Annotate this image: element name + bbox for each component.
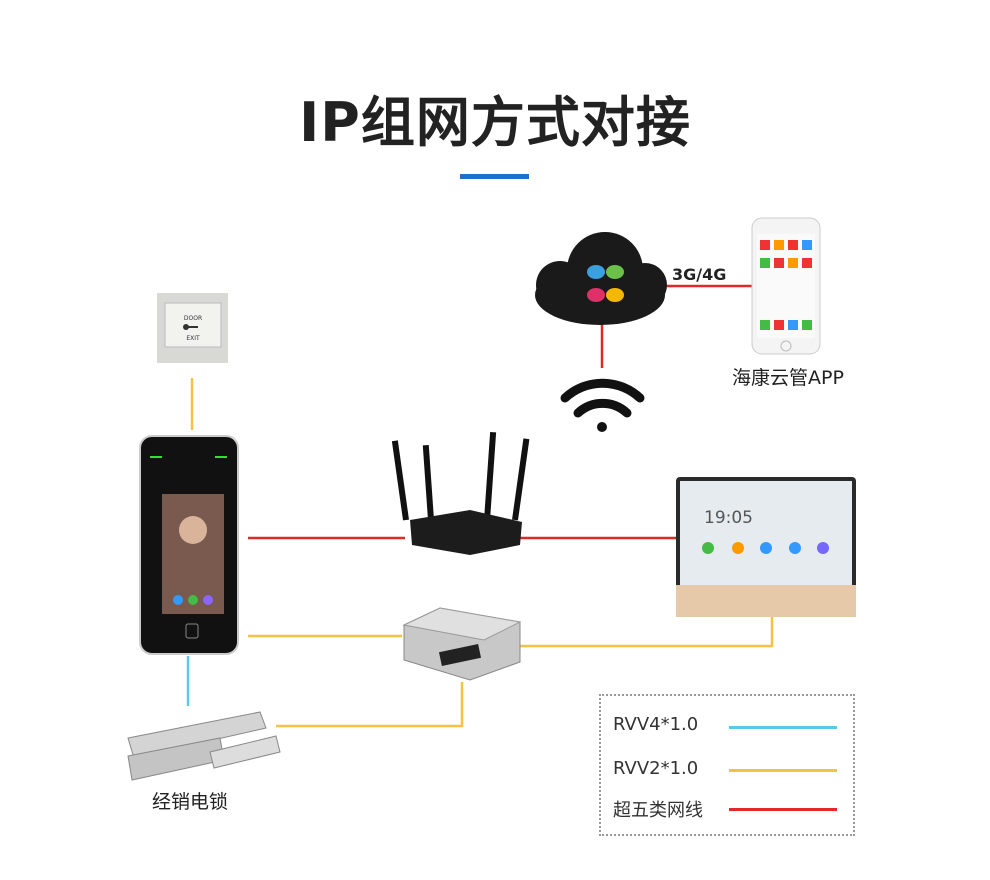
face-terminal-icon (139, 435, 239, 655)
legend: RVV4*1.0 RVV2*1.0 超五类网线 (599, 694, 855, 836)
electric-lock-icon (127, 711, 281, 781)
indoor-monitor: 19:05 (676, 477, 856, 617)
legend-label-rvv2: RVV2*1.0 (613, 758, 699, 779)
title-underline (460, 174, 529, 179)
wifi-icon (560, 378, 645, 432)
legend-line-rvv4 (729, 726, 837, 729)
key-icon (183, 324, 198, 330)
monitor-time: 19:05 (704, 508, 753, 528)
exit-button-text-exit: EXIT (186, 335, 200, 342)
wire-psu-monitor (520, 612, 774, 648)
cloud-icon (535, 232, 667, 325)
cloud-link-label: 3G/4G (672, 265, 726, 284)
legend-line-cat5e (729, 808, 837, 811)
lock-label: 经销电锁 (152, 791, 228, 813)
router-icon (391, 432, 530, 555)
legend-label-rvv4: RVV4*1.0 (613, 714, 699, 735)
exit-button-text-door: DOOR (184, 315, 202, 322)
exit-button-device: DOOR EXIT (157, 293, 228, 363)
power-supply-icon (402, 607, 522, 681)
wire-lock-psu (276, 682, 464, 728)
legend-line-rvv2 (729, 769, 837, 772)
legend-label-cat5e: 超五类网线 (613, 800, 703, 821)
page-title: IP组网方式对接 (299, 91, 691, 154)
phone-app-label: 海康云管APP (732, 367, 844, 389)
phone-device (751, 217, 821, 355)
